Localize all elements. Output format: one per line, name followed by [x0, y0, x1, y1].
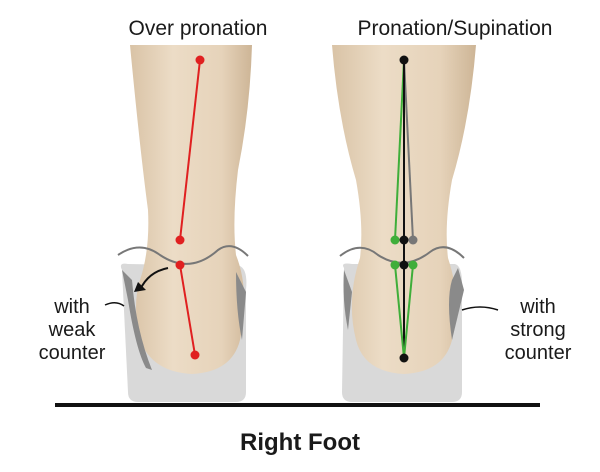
right-label-line1: with	[519, 296, 556, 318]
caption-right-foot: Right Foot	[240, 429, 360, 456]
right-label-line2: strong	[510, 319, 566, 341]
left-label-line3: counter	[39, 342, 106, 364]
left-label-line2: weak	[48, 319, 97, 341]
right-label-line3: counter	[505, 342, 572, 364]
left-pointer-line	[104, 302, 125, 307]
left-foot-illustration	[117, 45, 252, 402]
title-pronation-supination: Pronation/Supination	[358, 17, 553, 40]
right-pointer-line	[461, 306, 499, 311]
left-leg	[130, 45, 252, 374]
left-label-line1: with	[53, 296, 90, 318]
right-foot-illustration	[332, 45, 476, 402]
title-over-pronation: Over pronation	[129, 17, 268, 40]
ground-line	[55, 403, 540, 407]
